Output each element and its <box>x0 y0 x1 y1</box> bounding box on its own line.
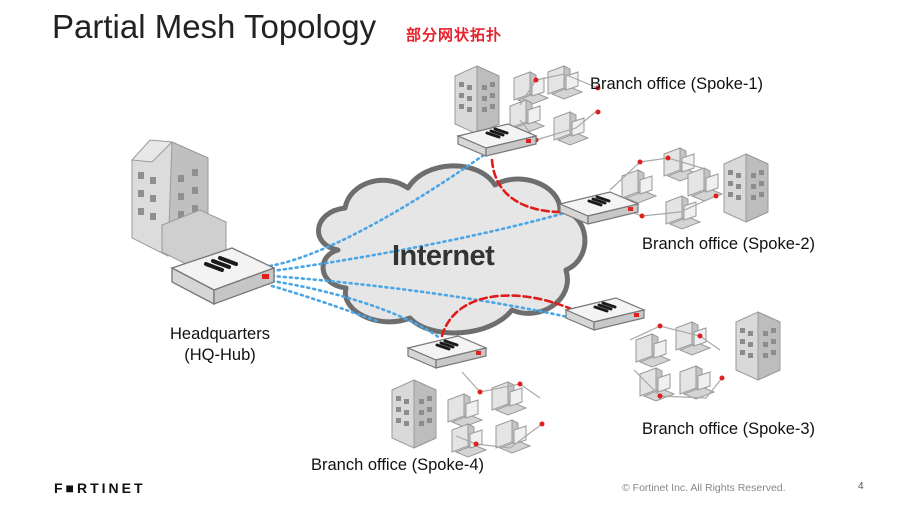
spoke4-pc-icon <box>451 423 487 458</box>
hq-label-line1: Headquarters <box>170 325 270 343</box>
spoke4-label: Branch office (Spoke-4) <box>311 456 485 474</box>
hub-spoke-links <box>268 150 574 340</box>
spoke1-pc-icon <box>553 111 589 146</box>
spoke3-site <box>564 296 781 402</box>
hub-link-spoke3 <box>270 274 574 320</box>
spoke-spoke-links <box>440 158 580 338</box>
spoke1-site <box>454 65 601 158</box>
spoke1-label: Branch office (Spoke-1) <box>590 75 764 93</box>
hub-link-spoke2 <box>270 210 570 273</box>
spoke3-building-icon <box>735 311 781 381</box>
internet-label: Internet <box>392 240 495 272</box>
spoke1-spoke2-link <box>490 158 564 214</box>
hq-firewall-icon <box>170 247 276 306</box>
spoke3-label: Branch office (Spoke-3) <box>642 420 816 438</box>
slide-title-chinese: 部分网状拓扑 <box>406 27 503 44</box>
copyright-notice: © Fortinet Inc. All Rights Reserved. <box>622 482 786 494</box>
spoke1-building-icon <box>454 65 500 135</box>
spoke2-label: Branch office (Spoke-2) <box>642 235 816 253</box>
spoke2-pc-icon <box>621 169 657 204</box>
hub-link-spoke1 <box>268 150 490 268</box>
page-number: 4 <box>858 481 864 492</box>
spoke4-site <box>391 334 545 458</box>
spoke4-building-icon <box>391 379 437 449</box>
hq-label-line2: (HQ-Hub) <box>184 346 256 364</box>
spoke4-spoke3-link <box>440 294 580 338</box>
fortinet-logo: F■RTINET <box>54 480 146 496</box>
spoke2-site <box>558 147 769 230</box>
spoke3-firewall-icon <box>564 296 646 332</box>
spoke3-pc-icon <box>635 333 671 368</box>
slide-title: Partial Mesh Topology <box>52 8 377 45</box>
spoke4-pc-icon <box>491 381 527 416</box>
spoke1-pc-icon <box>547 65 583 100</box>
spoke2-building-icon <box>723 153 769 223</box>
spoke4-firewall-icon <box>406 334 488 370</box>
spoke4-pc-icon <box>447 393 483 428</box>
hub-link-extra <box>270 284 382 324</box>
headquarters-building-icon <box>130 139 227 266</box>
spoke3-pc-icon <box>675 321 711 356</box>
hq-label: Headquarters (HQ-Hub) <box>170 324 270 366</box>
